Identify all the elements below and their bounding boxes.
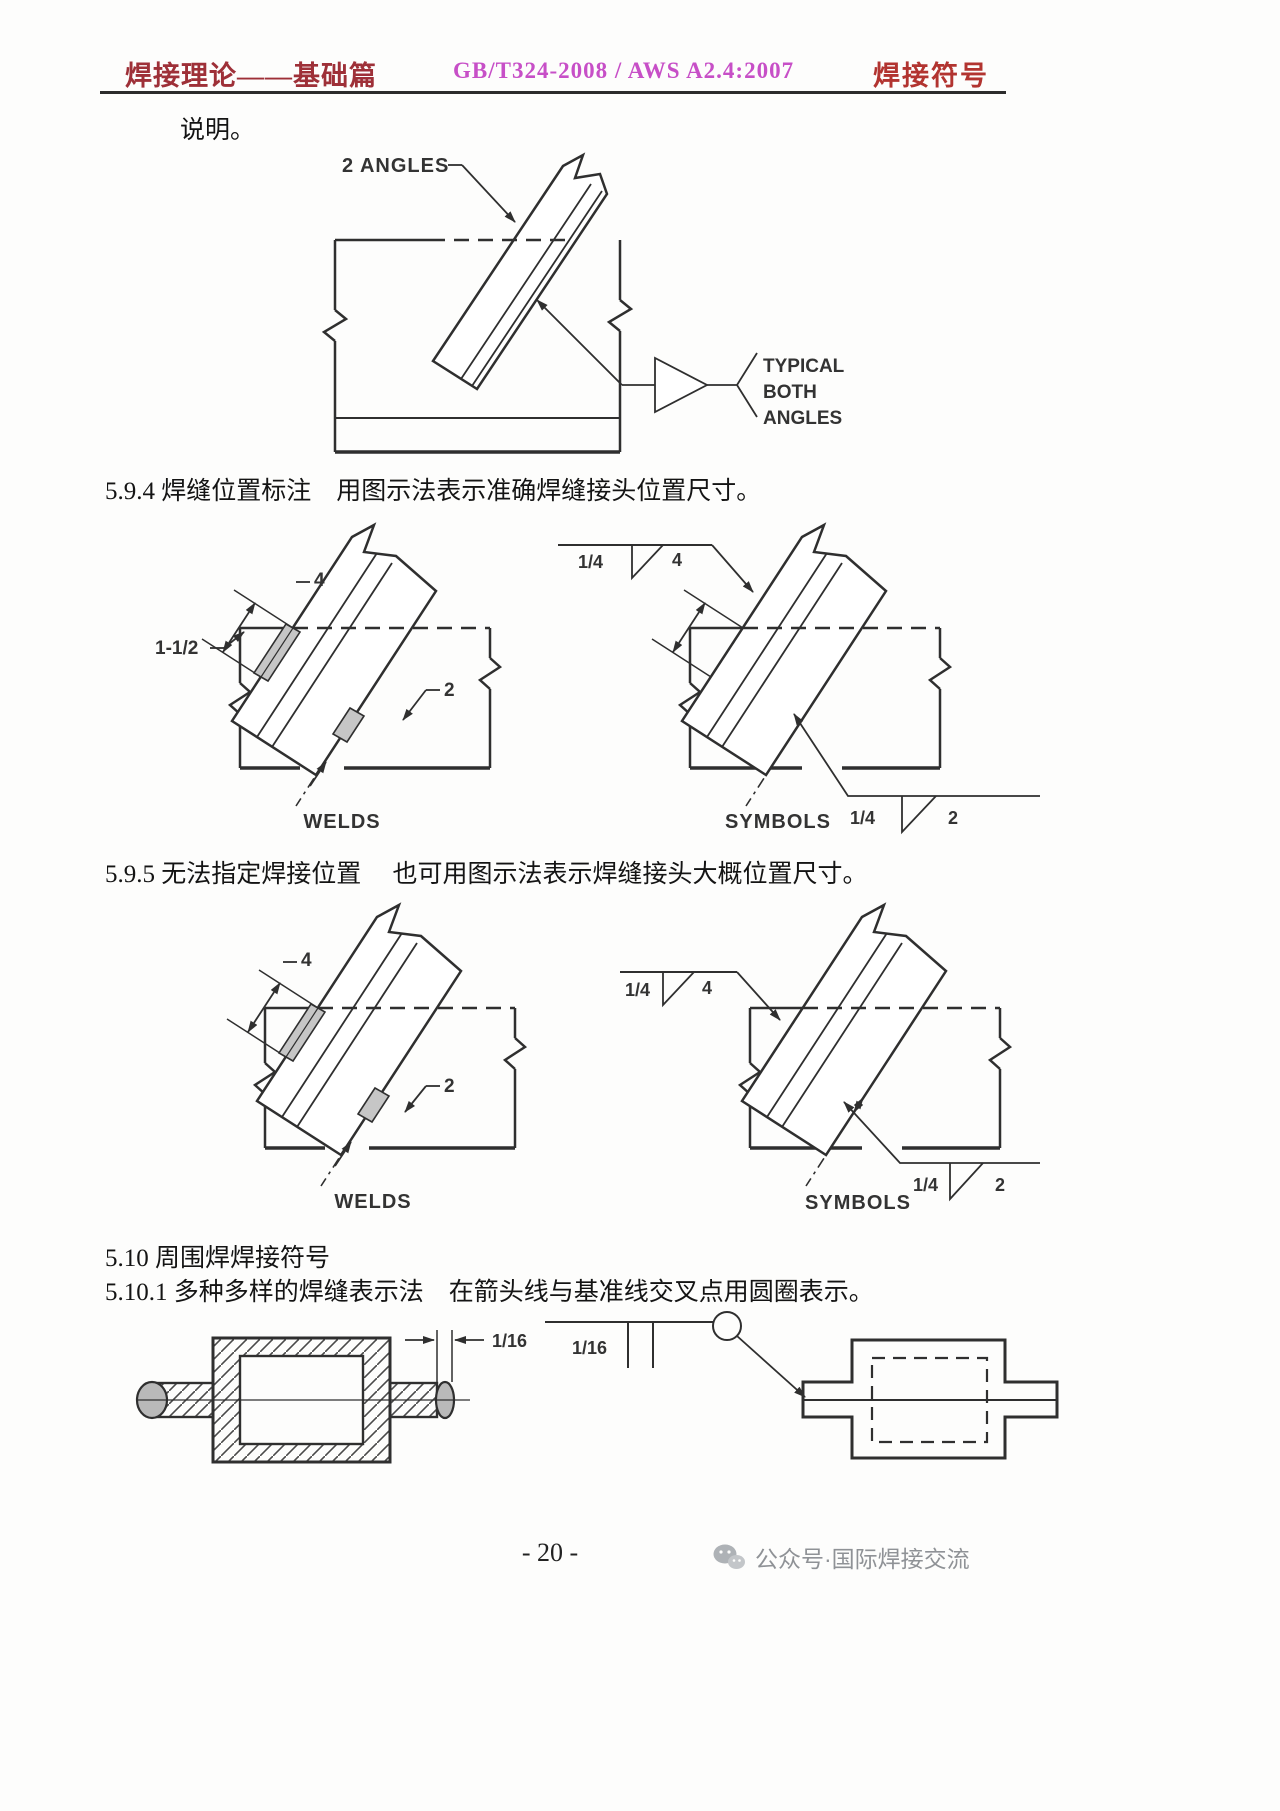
symbol-length-label: 2 xyxy=(995,1175,1005,1195)
figure-overview-diagram: 2 ANGLES TYPICAL BOTH ANGLES xyxy=(321,152,845,454)
symbol-size-label: 1/4 xyxy=(625,980,650,1000)
square-groove-symbol: 1/16 xyxy=(545,1311,806,1398)
dim-lower-label: 2 xyxy=(444,1076,455,1097)
wechat-icon xyxy=(713,1544,745,1569)
header-left-title: 焊接理论——基础篇 xyxy=(125,61,377,91)
tail-note-line: TYPICAL xyxy=(763,356,845,377)
angles-callout-label: 2 ANGLES xyxy=(342,155,449,177)
figure-594-diagram: 4 1-1/2 2 1/4 4 1/4 xyxy=(155,523,1040,835)
header-right-title: 焊接符号 xyxy=(873,61,989,91)
welds-caption: WELDS xyxy=(334,1191,411,1213)
figure-595-diagram: 4 2 1/4 4 1/4 2 xyxy=(100,903,1040,1214)
weld-symbol-top: 1/4 4 xyxy=(558,544,754,593)
fillet-weld-symbol-icon xyxy=(949,1162,984,1202)
watermark-text: 公众号·国际焊接交流 xyxy=(755,1546,970,1572)
angles-callout: 2 ANGLES xyxy=(342,155,516,223)
fillet-weld-leader: TYPICAL BOTH ANGLES xyxy=(536,299,845,429)
intro-text: 说明。 xyxy=(180,117,256,144)
welds-caption: WELDS xyxy=(303,811,380,833)
header-standard: GB/T324-2008 / AWS A2.4:2007 xyxy=(453,58,795,83)
tail-icon xyxy=(707,352,758,418)
fillet-weld-symbol-icon xyxy=(662,971,695,1008)
fillet-weld-symbol-icon xyxy=(631,544,664,581)
tail-note-line: BOTH xyxy=(763,382,817,403)
gap-dim-label: 1/16 xyxy=(492,1331,527,1351)
weld-symbol-top: 1/4 4 xyxy=(620,971,781,1021)
gusset-plate-drawing xyxy=(321,238,634,454)
fillet-weld-symbol-icon xyxy=(901,795,937,835)
symbol-length-label: 2 xyxy=(948,808,958,828)
section-5-10: 5.10 周围焊焊接符号 xyxy=(105,1245,331,1272)
outside-view-drawing xyxy=(801,1338,1059,1460)
dim-length-label: 4 xyxy=(314,570,325,591)
symbols-caption: SYMBOLS xyxy=(725,811,831,833)
weld-symbol-bottom: 1/4 2 xyxy=(843,1097,1040,1202)
symbols-594-drawing: 1/4 4 1/4 2 xyxy=(558,523,1040,835)
page-number: - 20 - xyxy=(521,1538,579,1567)
symbol-length-label: 4 xyxy=(672,550,682,570)
dim-offset-label: 1-1/2 xyxy=(155,638,198,659)
tail-note-line: ANGLES xyxy=(763,408,842,429)
square-groove-icon xyxy=(627,1322,654,1368)
welds-595-drawing: 4 2 xyxy=(227,903,527,1187)
dim-length-label: 4 xyxy=(301,950,312,971)
fillet-weld-symbol-icon xyxy=(654,356,709,414)
section-view-drawing xyxy=(135,1336,470,1464)
dim-lower-label: 2 xyxy=(444,680,455,701)
watermark: 公众号·国际焊接交流 xyxy=(712,1540,970,1574)
symbol-length-label: 4 xyxy=(702,978,712,998)
symbol-size-label: 1/16 xyxy=(572,1338,607,1358)
section-5-10-1: 5.10.1 多种多样的焊缝表示法 在箭头线与基准线交叉点用圆圈表示。 xyxy=(105,1279,874,1306)
symbol-size-label: 1/4 xyxy=(913,1175,938,1195)
welds-594-drawing: 4 1-1/2 2 xyxy=(155,523,502,807)
hidden-cavity-dashes xyxy=(870,1356,989,1444)
symbol-size-label: 1/4 xyxy=(578,552,603,572)
section-5-9-5: 5.9.5 无法指定焊接位置 也可用图示法表示焊缝接头大概位置尺寸。 xyxy=(105,861,868,888)
double-angle-bar xyxy=(431,152,609,391)
section-5-9-4: 5.9.4 焊缝位置标注 用图示法表示准确焊缝接头位置尺寸。 xyxy=(105,478,762,505)
header-rule xyxy=(100,91,1006,94)
gap-dimension: 1/16 xyxy=(405,1330,527,1382)
symbols-595-drawing: 1/4 4 1/4 2 xyxy=(620,903,1040,1202)
symbol-size-label: 1/4 xyxy=(850,808,875,828)
weld-all-around-circle-icon xyxy=(712,1311,742,1341)
weld-symbol-bottom: 1/4 2 xyxy=(793,713,1040,835)
figure-5101-diagram: 1/16 1/16 xyxy=(135,1311,1059,1464)
symbols-caption: SYMBOLS xyxy=(805,1192,911,1214)
